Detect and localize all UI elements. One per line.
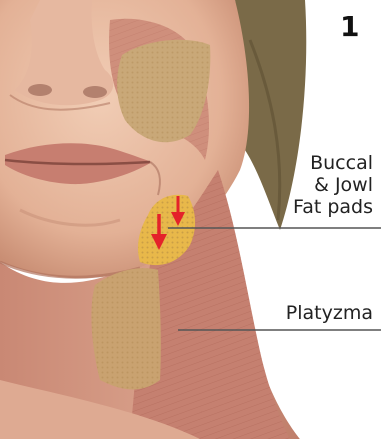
fat-pads-label-line2: & Jowl <box>293 174 373 196</box>
fat-pads-label: Buccal & Jowl Fat pads <box>293 152 373 218</box>
platyzma-label: Platyzma <box>286 302 373 324</box>
fat-pads-label-line3: Fat pads <box>293 196 373 218</box>
fat-pads-label-line1: Buccal <box>293 152 373 174</box>
panel-number: 1 <box>340 10 359 43</box>
